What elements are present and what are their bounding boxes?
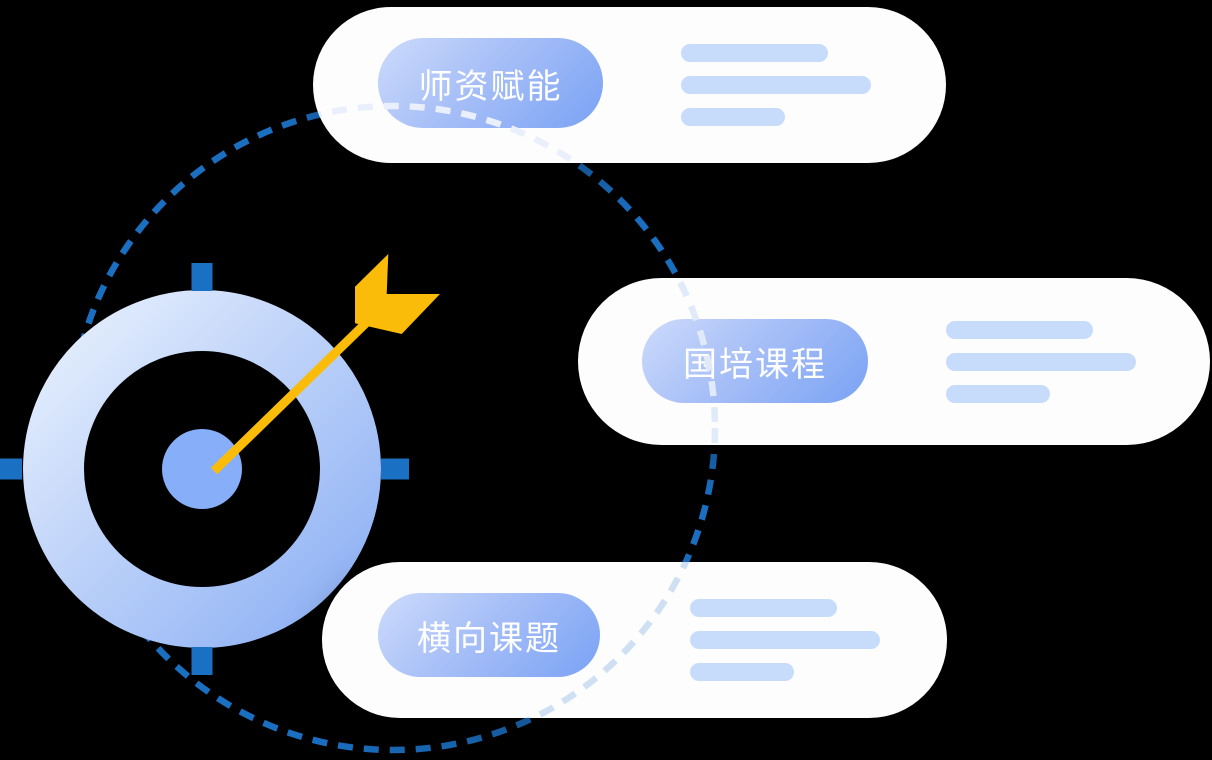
card-label: 师资赋能: [418, 67, 563, 106]
placeholder-lines: [946, 320, 1136, 403]
placeholder-line: [690, 663, 794, 681]
feature-card-national-training-courses: 国培课程: [578, 278, 1210, 445]
target-icon: [0, 254, 440, 675]
placeholder-line: [681, 44, 828, 62]
placeholder-line: [946, 352, 1136, 371]
feature-card-horizontal-projects: 横向课题: [322, 562, 947, 718]
target-center-dot: [162, 429, 242, 509]
arrow-head: [355, 254, 440, 334]
placeholder-line: [681, 76, 871, 94]
placeholder-line: [690, 631, 880, 649]
target-outer-ring: [23, 290, 381, 648]
feature-card-teacher-empowerment: 师资赋能: [313, 7, 946, 163]
target-tick-left: [0, 458, 22, 480]
target-tick-right: [381, 458, 409, 480]
target-tick-top: [191, 263, 213, 291]
card-label-pill: 师资赋能: [378, 38, 603, 128]
card-label: 国培课程: [683, 345, 827, 384]
placeholder-lines: [690, 599, 880, 681]
arrow-shaft: [210, 319, 370, 475]
arrow-icon: [210, 254, 440, 475]
target-tick-bottom: [191, 647, 213, 675]
card-label-pill: 国培课程: [642, 319, 868, 403]
placeholder-line: [690, 599, 837, 617]
placeholder-lines: [681, 44, 871, 126]
placeholder-line: [946, 320, 1093, 339]
card-label: 横向课题: [417, 619, 561, 658]
placeholder-line: [946, 384, 1050, 403]
placeholder-line: [681, 108, 785, 126]
card-label-pill: 横向课题: [378, 593, 600, 677]
